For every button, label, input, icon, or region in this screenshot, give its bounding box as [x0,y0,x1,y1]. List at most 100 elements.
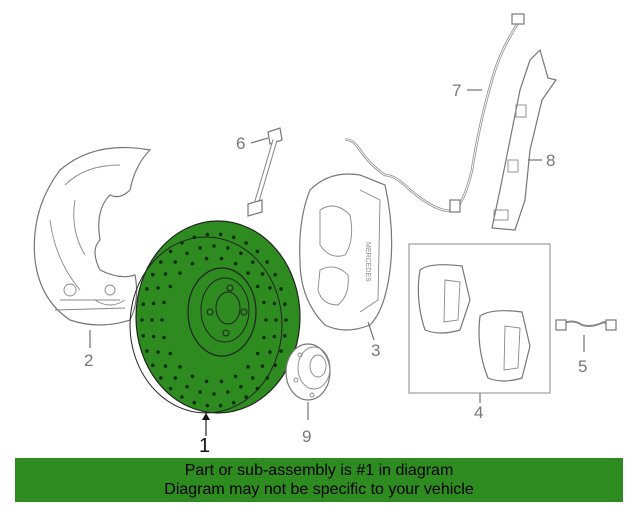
rotor-hole [190,374,195,379]
rotor-hole [233,261,238,266]
rotor-hole [180,395,184,399]
callout-6-leader [250,137,269,144]
rotor-hole [226,390,230,394]
rotor-hole [231,400,236,405]
callout-2: 2 [84,351,93,370]
rotor-hole [145,287,149,291]
caliper-brand-text: MERCEDES [364,242,371,282]
rotor-hole [264,318,268,322]
rotor-holes [140,232,288,408]
rotor-hole [274,318,278,322]
rotor-hole [255,351,260,356]
rotor-hole [162,335,166,340]
callout-3: 3 [371,341,380,360]
rotor-hole [273,363,278,368]
rotor-hole [268,350,272,354]
rotor-hole [205,403,210,408]
rotor-hole [168,284,173,289]
rotor-hole [198,390,202,394]
rotor-hole [218,232,223,237]
rotor-hole [260,364,265,368]
rotor-hole [218,403,223,408]
rotor-hole [198,246,202,250]
rotor-hole [246,365,250,369]
wheel-hub-part[interactable] [285,343,331,401]
rotor-hole [246,271,250,275]
rotor-hole [192,235,197,240]
callout-6: 6 [236,134,245,153]
rotor-hole [239,384,243,389]
rotor-hole [156,350,160,354]
rotor-hole [150,318,154,322]
rotor-hole [204,379,209,384]
rotor-hole [283,302,287,307]
rotor-hole [151,272,155,277]
rotor-hole [204,256,209,261]
rotor-hole [151,301,156,306]
wear-sensor-wire-part[interactable] [344,13,525,213]
callout-1: 1 [199,435,210,457]
rotor-hole [272,334,277,339]
rotor-hole [141,302,145,307]
callout-4: 4 [474,403,483,422]
rotor-hole [140,318,144,322]
rotor-hole [219,256,224,261]
rotor-hole [178,365,182,369]
callout-3-leader [367,321,375,341]
rotor-hole [226,246,230,250]
rotor-hole [168,249,173,254]
callout-8: 8 [546,151,555,170]
rotor-hole [190,261,195,266]
callout-5: 5 [578,357,587,376]
rotor-hole [268,286,272,290]
banner-line-1: Part or sub-assembly is #1 in diagram [184,462,454,479]
rotor-hole [265,260,270,264]
rotor-hole [163,364,168,368]
rotor-hole [141,334,145,338]
rotor-hole [233,374,238,379]
rotor-hole [283,334,287,338]
rotor-hole [265,376,270,380]
rotor-hole [163,272,168,276]
rotor-hole [178,271,182,275]
dust-shield-part[interactable] [33,147,152,326]
rotor-hole [159,376,163,380]
rotor-hole [151,334,156,339]
rotor-hole [255,249,260,254]
rotor-hole [244,241,248,245]
callout-9: 9 [302,427,311,446]
rotor-hole [159,260,163,264]
rotor-hole [284,318,288,322]
rotor-hole [255,386,260,391]
rotor-hole [212,392,216,396]
rotor-hole [145,349,149,353]
brake-pad-set-part[interactable] [408,243,551,394]
rotor-hole [168,351,173,356]
rotor-hole [160,318,164,322]
rotor-hole [244,395,248,399]
rotor-hole [205,232,210,237]
brake-caliper-part[interactable]: MERCEDES [299,173,393,331]
rotor-hole [279,349,283,353]
info-banner: Part or sub-assembly is #1 in diagram Di… [15,458,623,502]
rotor-hole [279,287,283,291]
brake-rotor-part[interactable] [129,220,301,414]
rotor-hole [156,286,160,290]
rotor-hole [272,301,277,306]
rotor-hole [250,260,255,264]
rotor-hole [250,376,255,380]
speed-sensor-part[interactable] [555,319,617,331]
rotor-hole [260,272,265,276]
callout-7: 7 [452,81,461,100]
rotor-hole [219,379,224,384]
rotor-hole [192,400,197,405]
rotor-hole [273,272,278,277]
rotor-hole [168,386,173,391]
sensor-bracket-part[interactable] [491,48,557,231]
rotor-hole [162,300,166,305]
rotor-hole [239,251,243,256]
banner-line-2: Diagram may not be specific to your vehi… [164,481,474,498]
rotor-hole [180,241,184,245]
bolt-part[interactable] [247,127,283,217]
